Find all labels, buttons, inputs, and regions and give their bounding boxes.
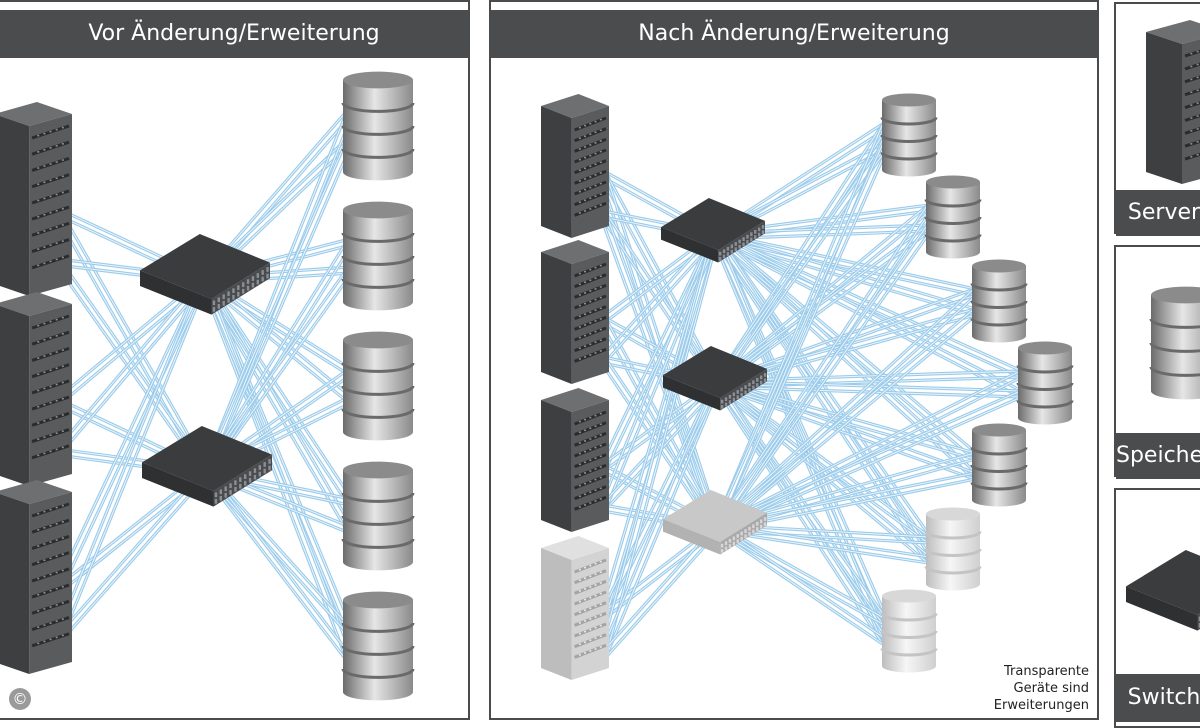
server-after-3 xyxy=(541,388,609,532)
legend-switch-graphic xyxy=(1116,490,1200,680)
panel-after: Nach Änderung/Erweiterung Transparente G… xyxy=(489,0,1099,720)
storage-after-5 xyxy=(972,424,1026,507)
note-line-1: Transparente xyxy=(994,663,1089,680)
storage-before-1 xyxy=(343,72,413,181)
legend-server-graphic xyxy=(1116,4,1200,194)
server-after-2 xyxy=(541,240,609,384)
legend-server-label: Server xyxy=(1116,190,1200,236)
storage-after-2 xyxy=(926,176,980,259)
storage-before-2 xyxy=(343,202,413,311)
server-after-1 xyxy=(541,94,609,238)
server-before-1 xyxy=(0,102,72,296)
legend-server: Server xyxy=(1114,2,1200,234)
legend-storage-label: Speicher xyxy=(1116,433,1200,479)
panel-before: Vor Änderung/Erweiterung © xyxy=(0,0,470,720)
storage-after-7 xyxy=(882,590,936,673)
legend-switch-label: Switch xyxy=(1116,674,1200,722)
server-after-4 xyxy=(541,536,609,680)
storage-before-5 xyxy=(343,592,413,701)
storage-after-1 xyxy=(882,94,936,177)
storage-after-3 xyxy=(972,260,1026,343)
switch-before-1 xyxy=(140,234,270,315)
switch-after-1 xyxy=(661,198,765,262)
legend-storage: Speicher xyxy=(1114,245,1200,477)
storage-after-6 xyxy=(926,508,980,591)
server-icon xyxy=(1146,20,1200,184)
switch-icon xyxy=(1126,550,1200,631)
server-before-2 xyxy=(0,292,72,486)
note-line-2: Geräte sind xyxy=(994,680,1089,697)
transparent-devices-note: Transparente Geräte sind Erweiterungen xyxy=(994,663,1089,714)
server-before-3 xyxy=(0,480,72,674)
note-line-3: Erweiterungen xyxy=(994,697,1089,714)
diagram-after xyxy=(491,2,1099,722)
legend-switch: Switch xyxy=(1114,488,1200,728)
copyright-icon: © xyxy=(9,688,31,710)
storage-before-3 xyxy=(343,332,413,441)
storage-before-4 xyxy=(343,462,413,571)
legend-storage-graphic xyxy=(1116,247,1200,437)
storage-icon xyxy=(1151,287,1200,400)
diagram-before xyxy=(0,2,470,722)
storage-after-4 xyxy=(1018,342,1072,425)
